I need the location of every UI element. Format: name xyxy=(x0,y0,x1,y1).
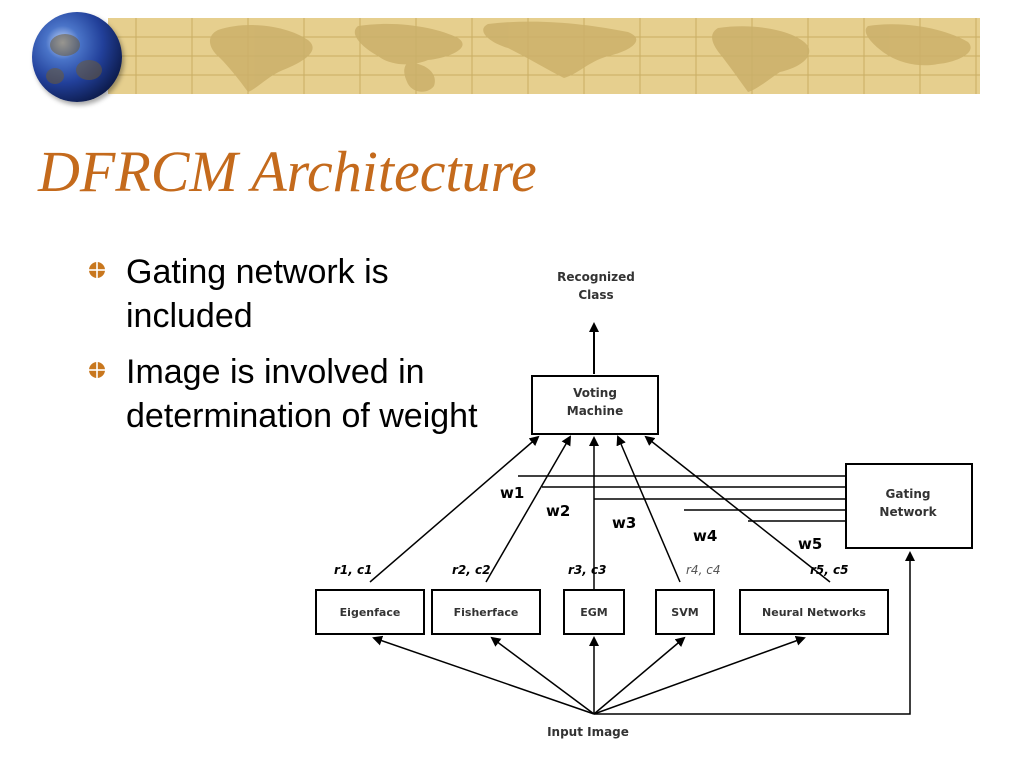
classifier-box-fisherface xyxy=(431,589,541,635)
gating-network-label: Gating xyxy=(886,487,931,501)
voting-machine-label: Voting xyxy=(573,386,617,400)
bullet-icon xyxy=(89,362,105,378)
rc-label-4: r4, c4 xyxy=(686,563,720,577)
classifier-label-eigenface: Eigenface xyxy=(340,606,401,619)
weight-lines xyxy=(518,475,846,522)
rc-label-3: r3, c3 xyxy=(568,563,607,577)
rc-label-5: r5, c5 xyxy=(810,563,849,577)
architecture-diagram: Recognized Class Voting Machine Gating N… xyxy=(315,270,973,739)
classifier-to-voting-arrows xyxy=(369,435,831,590)
voting-machine-label-line2: Machine xyxy=(567,404,624,418)
classifier-box-neural-networks xyxy=(739,589,889,635)
input-image-label: Input Image xyxy=(547,725,629,739)
rc-label-2: r2, c2 xyxy=(452,563,491,577)
classifier-label-svm: SVM xyxy=(671,606,698,619)
classifier-label-egm: EGM xyxy=(580,606,608,619)
bullet-text: Image is involved in determination of we… xyxy=(126,353,478,435)
classifier-box-eigenface xyxy=(315,589,425,635)
gating-network-box xyxy=(845,463,973,549)
recognized-class-label-line2: Class xyxy=(578,288,613,302)
weight-label-w4: w4 xyxy=(693,527,717,545)
gating-network-label-line2: Network xyxy=(879,505,937,519)
classifier-box-svm xyxy=(655,589,715,635)
slide-title: DFRCM Architecture xyxy=(38,139,537,204)
weight-label-w2: w2 xyxy=(546,502,570,520)
weight-label-w1: w1 xyxy=(500,484,524,502)
bullet-list: Gating network is included Image is invo… xyxy=(86,250,506,450)
weight-label-w5: w5 xyxy=(798,535,822,553)
bullet-icon xyxy=(89,262,105,278)
voting-machine-box xyxy=(531,375,659,435)
bullet-item: Gating network is included xyxy=(86,250,506,338)
weight-label-w3: w3 xyxy=(612,514,636,532)
input-to-classifier-arrows xyxy=(372,551,915,715)
bullet-text: Gating network is included xyxy=(126,253,389,335)
header-banner-map xyxy=(108,18,980,94)
rc-label-1: r1, c1 xyxy=(334,563,373,577)
recognized-class-label: Recognized xyxy=(557,270,635,284)
classifier-label-fisherface: Fisherface xyxy=(454,606,519,619)
classifier-box-egm xyxy=(563,589,625,635)
globe-logo xyxy=(32,12,122,102)
classifier-label-neural-networks: Neural Networks xyxy=(762,606,866,619)
bullet-item: Image is involved in determination of we… xyxy=(86,350,506,438)
